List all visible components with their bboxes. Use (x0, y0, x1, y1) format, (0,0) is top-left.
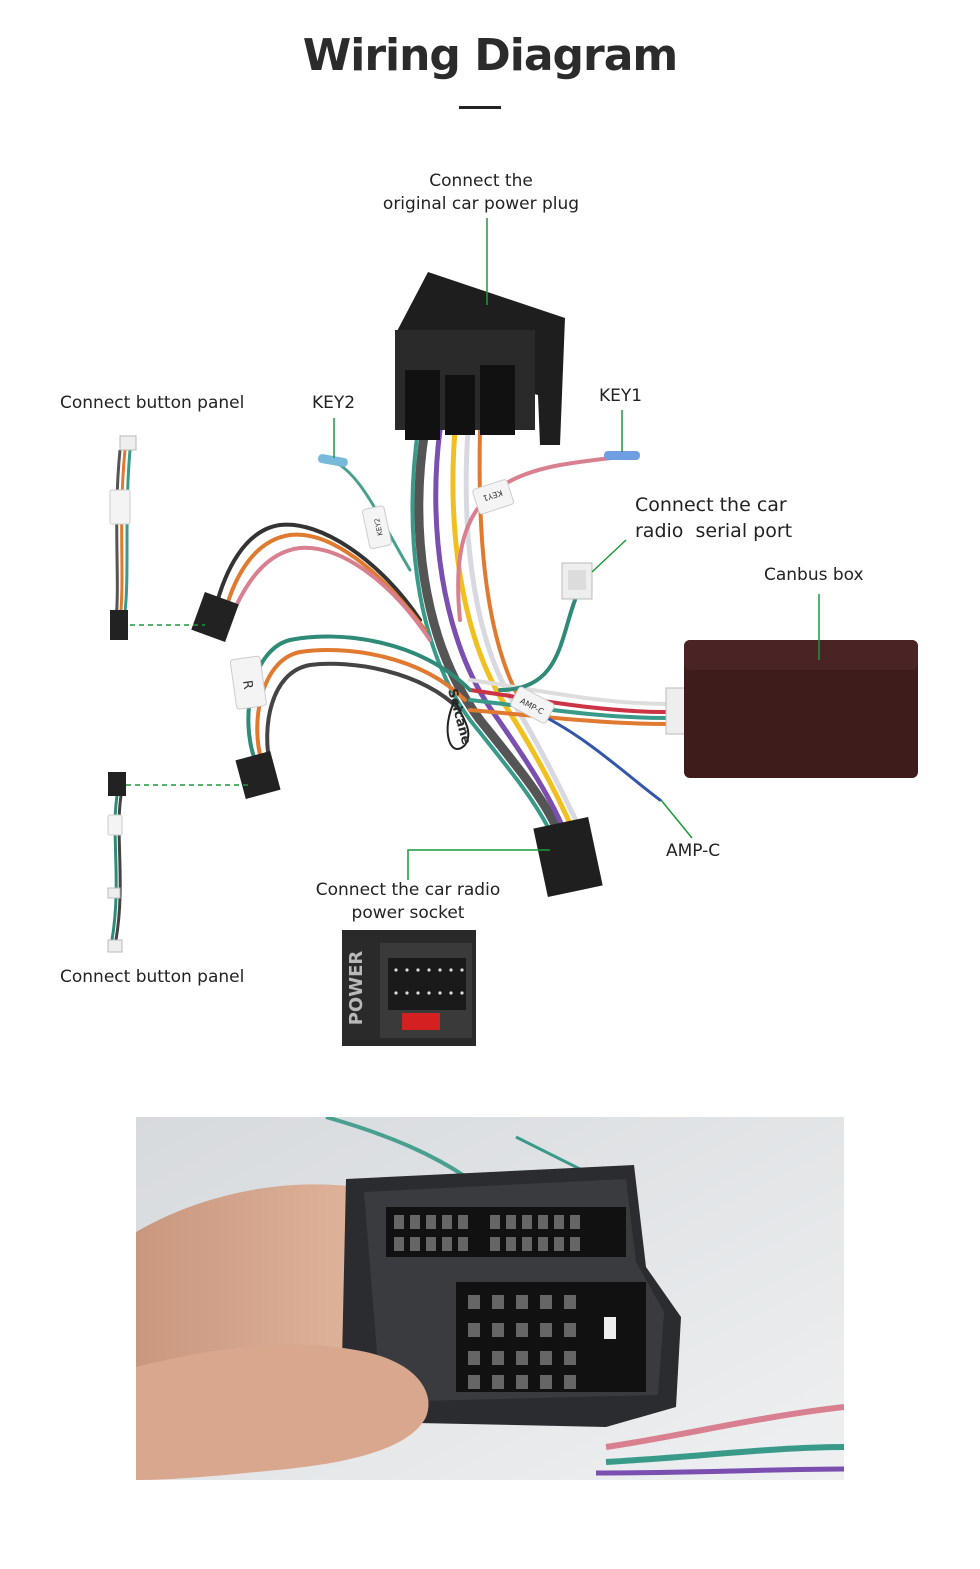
tag-r: R (229, 655, 267, 710)
label-power-socket: Connect the car radio power socket (315, 880, 501, 923)
plug-photo-illustration (136, 1117, 844, 1480)
tag-key2: KEY2 (362, 505, 392, 550)
wire-bundle (213, 425, 670, 840)
upper-left-connector (191, 592, 239, 642)
label-amp-c: AMP-C (666, 841, 721, 861)
leader-lines (126, 218, 820, 880)
key1-terminal (604, 451, 640, 460)
canbus-box (665, 640, 918, 778)
leader-amp (660, 799, 693, 839)
label-key1: KEY1 (599, 386, 643, 406)
svg-text:KEY2: KEY2 (373, 517, 385, 536)
title-underline (459, 106, 501, 109)
tag-amp: AMP-C (510, 686, 555, 724)
tag-key1: KEY1 (472, 479, 514, 515)
power-label: POWER (346, 951, 367, 1026)
leader-serial (591, 539, 627, 573)
wiring-diagram: KEY1 KEY2 AMP-C R Seicane (107, 218, 918, 1046)
serial-port-connector (561, 562, 593, 600)
label-button-panel-top: Connect button panel (60, 393, 245, 413)
button-panel-cable-bottom (107, 772, 126, 953)
key2-terminal (317, 454, 348, 467)
leader-socket (407, 849, 550, 880)
label-canbus-box: Canbus box (764, 565, 864, 585)
label-key2: KEY2 (312, 393, 356, 413)
lower-left-connector (235, 751, 281, 799)
svg-text:R: R (239, 679, 255, 690)
plug-in-hand-photo (136, 1117, 844, 1480)
label-serial-port: Connect the car radio serial port (635, 494, 793, 542)
label-power-plug: Connect the original car power plug (382, 171, 580, 214)
page-title: Wiring Diagram (302, 30, 679, 81)
label-button-panel-bottom: Connect button panel (60, 967, 245, 987)
car-power-plug (395, 272, 565, 445)
radio-power-connector (533, 816, 603, 898)
button-panel-cable-top (109, 435, 137, 640)
power-socket-inset: POWER (342, 930, 476, 1046)
